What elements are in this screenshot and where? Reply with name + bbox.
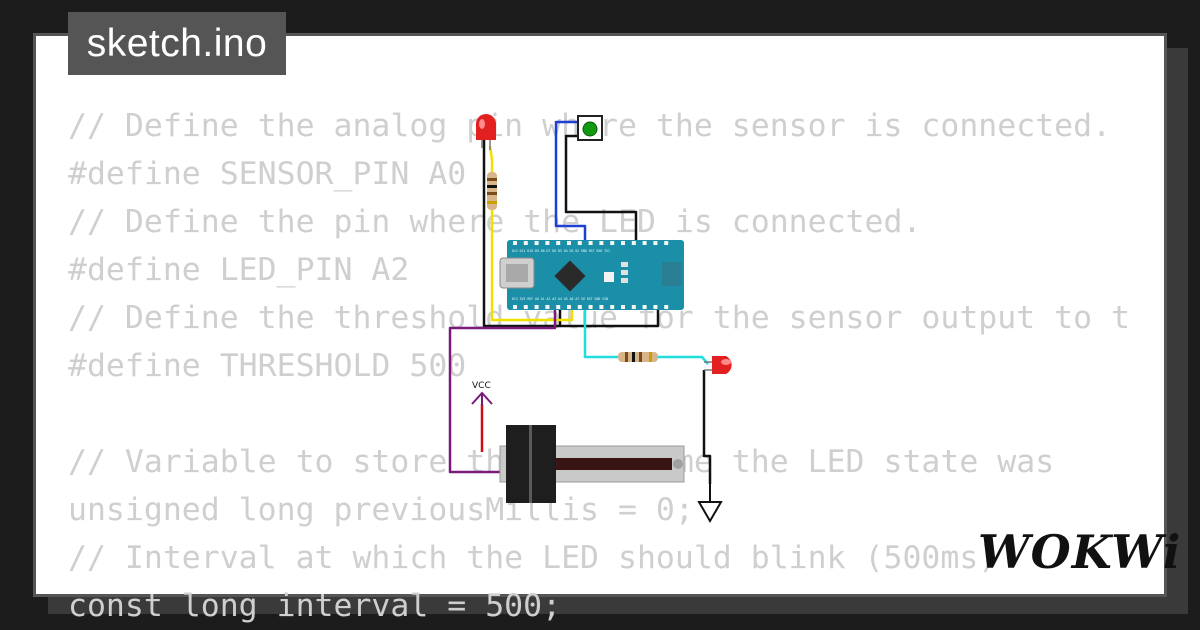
header-pin: [567, 305, 571, 309]
header-pin: [621, 241, 625, 245]
wire-black-led2-gnd: [702, 370, 712, 484]
ground-symbol: [697, 484, 723, 523]
wire-purple-slider: [448, 306, 557, 474]
wokwi-logo: WOKWi: [978, 525, 1180, 579]
wokwi-logo-text: WOKWi: [978, 525, 1181, 579]
header-pin: [588, 241, 593, 245]
header-pin: [534, 305, 539, 309]
header-pin: [642, 305, 647, 309]
header-pin: [664, 241, 669, 245]
header-pin: [523, 241, 528, 245]
header-pin: [556, 241, 561, 245]
code-line: unsigned long previousMillis = 0;: [68, 492, 694, 528]
header-pin: [523, 305, 528, 309]
header-pin: [513, 305, 517, 309]
wire-yellow-led1: [488, 145, 574, 322]
code-line: const long interval = 500;: [68, 588, 562, 624]
wire-blue-button: [554, 120, 587, 244]
vcc-label: VCC: [472, 381, 491, 391]
resistor-2[interactable]: [618, 352, 658, 362]
code-line: // Define the pin where the LED is conne…: [68, 204, 922, 240]
header-pin: [653, 305, 658, 309]
wire-black-led1: [482, 140, 562, 328]
resistor-1[interactable]: [487, 172, 497, 210]
code-line: #define SENSOR_PIN A0: [68, 156, 467, 192]
header-pin: [653, 241, 658, 245]
led-2[interactable]: [704, 356, 732, 374]
vcc-symbol: VCC: [471, 381, 493, 406]
arduino-nano[interactable]: D12 D11 D10 D9 D8 D7 D6 D5 D4 D3 D2 GND …: [499, 240, 684, 310]
header-pin: [621, 305, 625, 309]
wires: [448, 120, 712, 484]
slide-potentiometer[interactable]: [499, 425, 685, 503]
led-1[interactable]: [476, 114, 496, 150]
board-pin-labels-top: D12 D11 D10 D9 D8 D7 D6 D5 D4 D3 D2 GND …: [512, 249, 610, 253]
wire-cyan-led2b: [658, 355, 709, 365]
code-line: // Define the analog pin where the senso…: [68, 108, 1112, 144]
header-pin: [631, 241, 636, 245]
wire-black-button: [564, 134, 638, 244]
header-pin: [664, 305, 669, 309]
header-pin: [599, 241, 604, 245]
header-pin: [577, 305, 582, 309]
header-pin: [567, 241, 571, 245]
header-pin: [513, 241, 517, 245]
code-line: #define LED_PIN A2: [68, 252, 410, 288]
wire-cyan-led2: [583, 306, 618, 359]
header-pin: [556, 305, 561, 309]
wire-black-gnd: [560, 306, 660, 328]
header-pin: [545, 305, 550, 309]
pin-row-top: [513, 241, 669, 245]
board-pin-labels-bottom: D13 3V3 REF A0 A1 A2 A3 A4 A5 A6 A7 5V R…: [512, 297, 608, 301]
header-pin: [588, 305, 593, 309]
header-pin: [599, 305, 604, 309]
header-pin: [534, 241, 539, 245]
header-pin: [545, 241, 550, 245]
code-line: // Define the threshold value for the se…: [68, 300, 1131, 336]
header-pin: [642, 241, 647, 245]
file-tab[interactable]: sketch.ino: [68, 12, 286, 75]
push-button[interactable]: [577, 115, 603, 141]
code-line: // Interval at which the LED should blin…: [68, 540, 998, 576]
header-pin: [631, 305, 636, 309]
pin-row-bottom: [513, 305, 669, 309]
header-pin: [577, 241, 582, 245]
header-pin: [610, 305, 615, 309]
code-line: #define THRESHOLD 500: [68, 348, 467, 384]
header-pin: [610, 241, 615, 245]
